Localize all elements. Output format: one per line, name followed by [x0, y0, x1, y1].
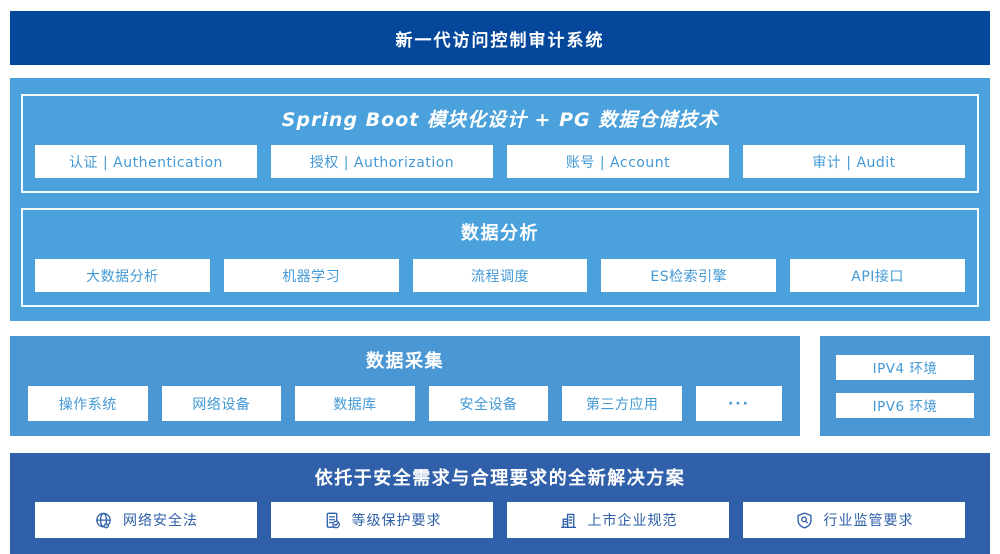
platform-section: Spring Boot 模块化设计 + PG 数据仓储技术 认证 | Authe…: [10, 78, 990, 321]
collection-title: 数据采集: [366, 351, 444, 372]
modules-title: Spring Boot 模块化设计 + PG 数据仓储技术: [281, 109, 719, 131]
modules-row: 认证 | Authentication 授权 | Authorization 账…: [35, 145, 965, 178]
solution-box-label: 行业监管要求: [823, 513, 914, 529]
solution-box-industry-regulation: 行业监管要求: [743, 502, 965, 538]
environments-panel: IPV4 环境 IPV6 环境: [820, 336, 990, 436]
solution-box-label: 网络安全法: [123, 513, 198, 529]
solution-box-label: 等级保护要求: [351, 513, 442, 529]
solution-title: 依托于安全需求与合理要求的全新解决方案: [314, 468, 686, 489]
globe-icon: [94, 511, 113, 530]
collection-box-more: ···: [695, 386, 782, 421]
solution-box-label: 上市企业规范: [587, 513, 678, 529]
env-box-ipv6: IPV6 环境: [836, 392, 974, 418]
collection-row: 操作系统 网络设备 数据库 安全设备 第三方应用 ···: [28, 386, 782, 421]
env-box-ipv4: IPV4 环境: [836, 354, 974, 380]
diagram-page: 新一代访问控制审计系统 Spring Boot 模块化设计 + PG 数据仓储技…: [10, 11, 990, 554]
analysis-row: 大数据分析 机器学习 流程调度 ES检索引擎 API接口: [35, 259, 965, 292]
analysis-box-bigdata: 大数据分析: [35, 259, 210, 292]
module-box-authorization: 授权 | Authorization: [271, 145, 493, 178]
analysis-box-workflow: 流程调度: [412, 259, 588, 292]
building-icon: [559, 511, 578, 530]
analysis-container: 数据分析 大数据分析 机器学习 流程调度 ES检索引擎 API接口: [21, 208, 979, 307]
analysis-box-api: API接口: [790, 259, 965, 292]
module-box-account: 账号 | Account: [507, 145, 729, 178]
module-box-audit: 审计 | Audit: [743, 145, 965, 178]
shield-magnifier-icon: [795, 511, 814, 530]
solution-box-classified-protection: 等级保护要求: [271, 502, 493, 538]
document-check-icon: [323, 511, 342, 530]
collection-box-security-device: 安全设备: [428, 386, 549, 421]
solution-box-listed-company: 上市企业规范: [507, 502, 729, 538]
collection-section: 数据采集 操作系统 网络设备 数据库 安全设备 第三方应用 ···: [10, 336, 800, 436]
module-box-authentication: 认证 | Authentication: [35, 145, 257, 178]
analysis-box-ml: 机器学习: [223, 259, 399, 292]
solution-row: 网络安全法 等级保护要求: [35, 502, 965, 538]
collection-box-database: 数据库: [295, 386, 415, 421]
system-title-banner: 新一代访问控制审计系统: [10, 11, 990, 65]
modules-container: Spring Boot 模块化设计 + PG 数据仓储技术 认证 | Authe…: [21, 94, 979, 193]
collection-box-os: 操作系统: [28, 386, 148, 421]
analysis-box-es: ES检索引擎: [601, 259, 777, 292]
collection-box-thirdparty: 第三方应用: [562, 386, 682, 421]
collection-box-network-device: 网络设备: [161, 386, 282, 421]
solution-section: 依托于安全需求与合理要求的全新解决方案 网络安全法: [10, 453, 990, 554]
analysis-title: 数据分析: [461, 223, 539, 244]
middle-row: 数据采集 操作系统 网络设备 数据库 安全设备 第三方应用 ··· IPV4 环…: [10, 336, 990, 436]
solution-box-cybersecurity-law: 网络安全法: [35, 502, 257, 538]
page-title: 新一代访问控制审计系统: [395, 30, 605, 51]
